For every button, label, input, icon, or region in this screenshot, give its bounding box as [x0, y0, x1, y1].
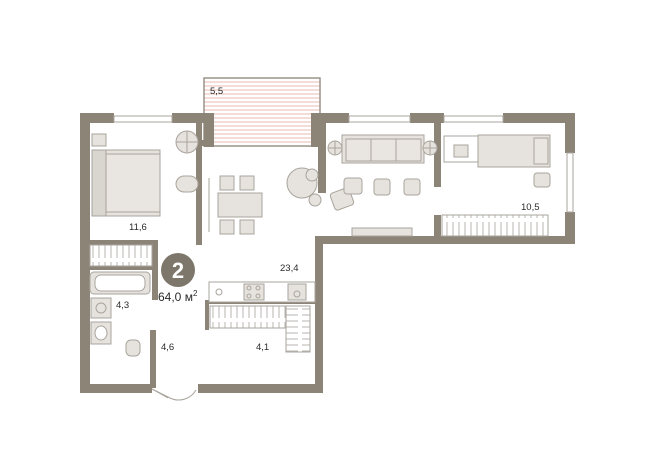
side-lamp-left [327, 140, 343, 156]
bed [91, 149, 161, 217]
bedroom-area-label: 11,6 [129, 222, 147, 233]
room2-bed [477, 134, 551, 168]
balcony [203, 77, 321, 147]
bathtub [89, 271, 151, 295]
room2-area-label: 10,5 [521, 202, 540, 213]
room2-wardrobe [441, 214, 549, 237]
entrance-door [151, 388, 197, 401]
bathroom-area-label: 4,3 [116, 300, 129, 311]
total-area: 64,0 м2 [158, 289, 198, 304]
kitchen-living-area-label: 23,4 [280, 263, 299, 274]
living-armchair [286, 167, 322, 207]
hall-area-label: 4,1 [256, 342, 269, 353]
sink [90, 321, 112, 345]
kitchen-counter [208, 281, 316, 303]
desk-chair [175, 175, 199, 193]
armchair-round [175, 130, 199, 154]
nightstand [91, 133, 107, 147]
hall-wardrobe [209, 305, 311, 353]
rooms-badge-number: 2 [172, 258, 184, 283]
room2-desk [443, 135, 479, 163]
windows [113, 115, 574, 213]
washing-machine [90, 297, 112, 319]
sofa [341, 134, 425, 164]
side-lamp-right [422, 140, 438, 156]
wc-area-label: 4,6 [161, 342, 174, 353]
tv-stand [351, 227, 413, 237]
toilet [125, 339, 141, 357]
dining-table [208, 175, 263, 235]
bedroom-wardrobe [89, 244, 153, 267]
room2-pouf [533, 172, 551, 188]
balcony-area-label: 5,5 [210, 86, 223, 97]
rooms-badge: 2 [161, 253, 195, 287]
walls [80, 113, 575, 393]
poufs [329, 177, 421, 211]
